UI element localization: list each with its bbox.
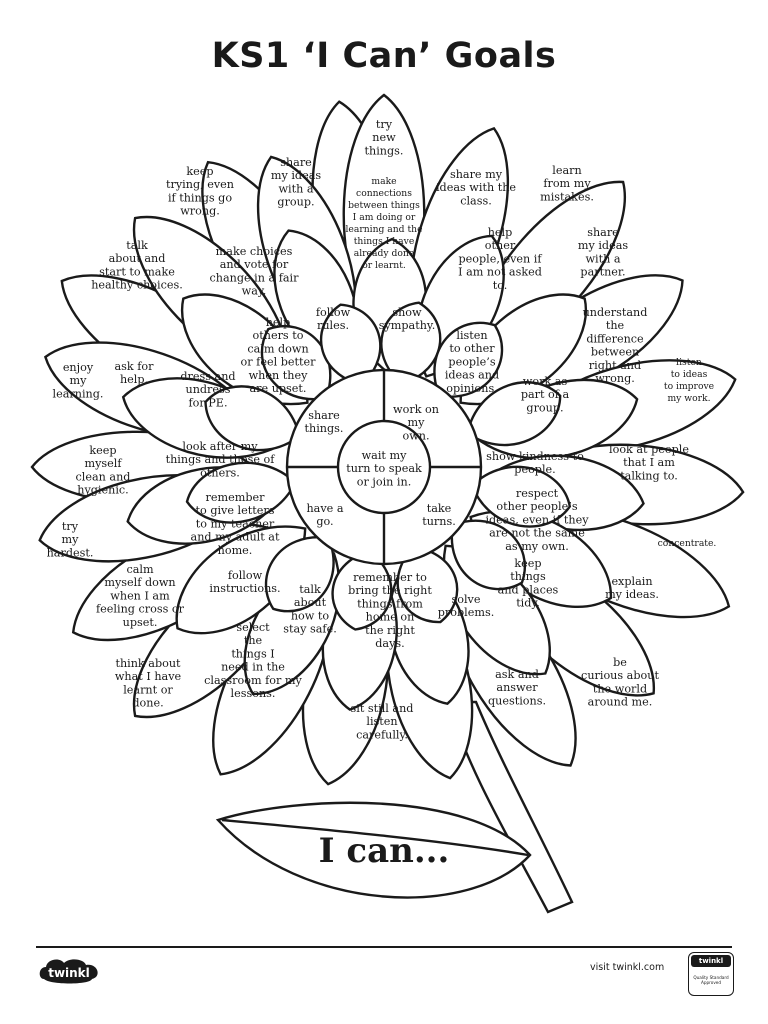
leaf-vein — [221, 818, 529, 857]
inner-petal-7 — [450, 519, 526, 591]
badge-text: Quality Standard Approved — [693, 975, 729, 985]
footer-divider — [36, 946, 732, 948]
inner-petal-0 — [204, 385, 301, 452]
inner-petal-10 — [264, 536, 335, 613]
logo-text: twinkl — [48, 966, 90, 980]
leaf-label: I can... — [319, 831, 450, 871]
inner-petal-3 — [380, 301, 442, 386]
center-inner-circle — [336, 419, 432, 515]
inner-petal-4 — [433, 321, 504, 398]
visit-link[interactable]: visit twinkl.com — [590, 962, 665, 973]
petal-group — [30, 93, 745, 786]
quality-badge: twinkl Quality Standard Approved — [688, 952, 734, 996]
badge-title: twinkl — [691, 955, 731, 967]
inner-petal-5 — [466, 381, 562, 447]
inner-petal-6 — [470, 465, 572, 528]
flower-center — [285, 368, 483, 566]
inner-petal-9 — [331, 549, 393, 631]
inner-petal-2 — [319, 303, 382, 387]
inner-petal-11 — [185, 461, 297, 524]
flower-stem — [446, 700, 574, 914]
page-title: KS1 ‘I Can’ Goals — [211, 36, 557, 76]
inner-petal-8 — [396, 545, 459, 624]
twinkl-logo[interactable]: twinkl — [38, 955, 102, 987]
goal-concentrate: concentrate. — [658, 538, 717, 549]
